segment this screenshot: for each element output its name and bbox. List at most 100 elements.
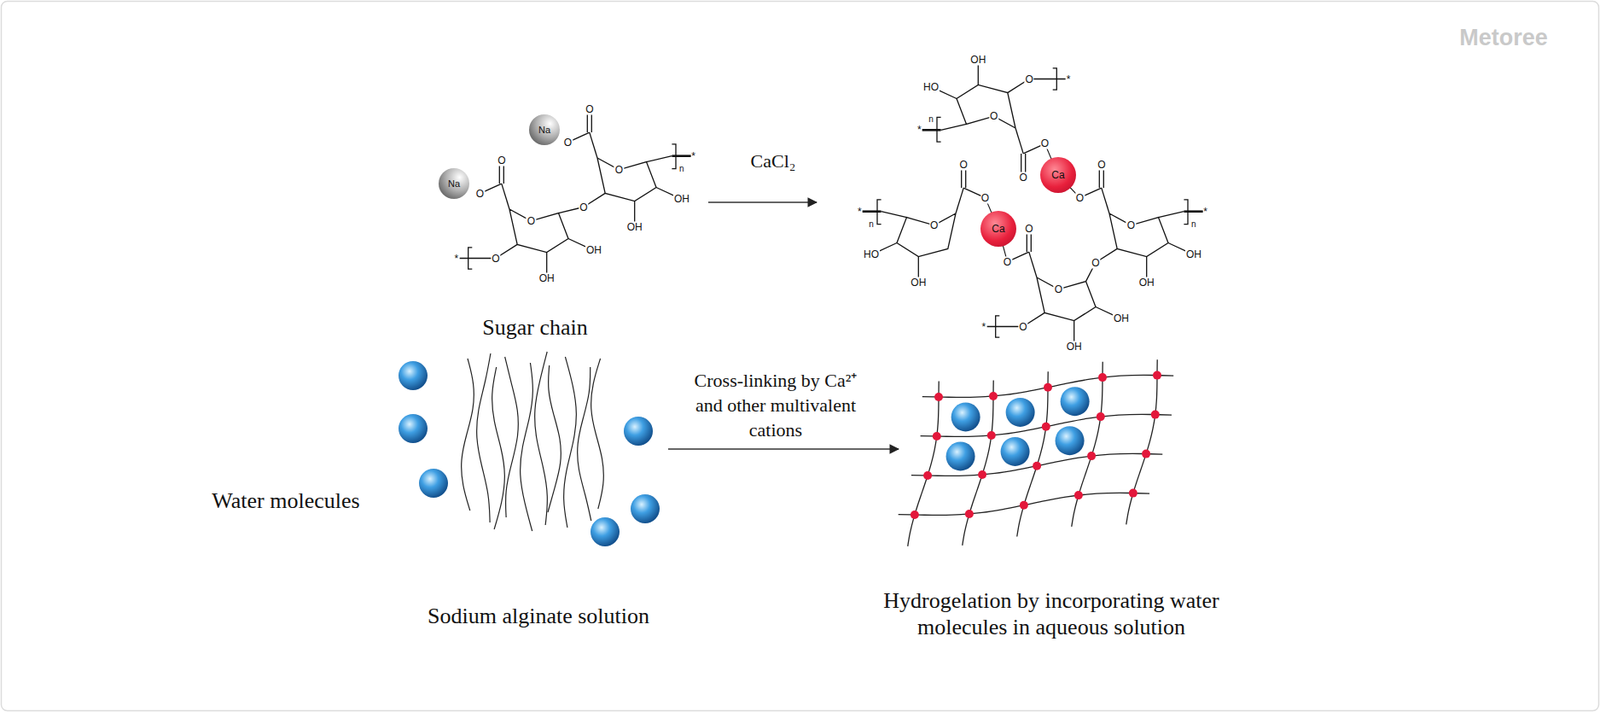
atom-label: O — [980, 192, 990, 204]
atom-label: O — [1096, 158, 1106, 170]
crosslink-point — [1019, 500, 1029, 510]
bond — [955, 187, 964, 214]
watermark: Metoree — [1459, 24, 1548, 52]
atom-label: O — [1053, 283, 1064, 295]
arrow — [708, 201, 817, 203]
caption: Sodium alginate solution — [427, 602, 650, 629]
atom-label: O — [989, 110, 999, 123]
atom-label: n — [927, 113, 935, 123]
ion-symbol: Na — [448, 178, 460, 189]
network-strand — [1126, 359, 1158, 524]
atom-label: O — [929, 219, 939, 231]
reaction-arrows — [668, 202, 899, 449]
bond — [941, 123, 967, 130]
bond — [468, 247, 473, 269]
crosslink-point — [987, 430, 996, 440]
atom-label: O — [490, 252, 501, 264]
atom-label: OH — [1112, 313, 1130, 325]
atom-label: HO — [922, 81, 940, 93]
sugar-chain — [591, 358, 605, 509]
bond — [646, 156, 673, 163]
bond — [671, 144, 676, 169]
bond — [956, 84, 1016, 128]
ion-symbol: Na — [538, 124, 551, 135]
caption: Sugar chain — [482, 314, 588, 341]
sugar-chain — [477, 353, 491, 523]
bond — [1101, 187, 1110, 214]
bond — [881, 211, 908, 218]
bond — [501, 183, 510, 210]
atom-label: O — [1090, 256, 1100, 268]
sugar-chain — [520, 362, 534, 531]
atom-label: O — [959, 158, 969, 170]
atom-label: O — [1002, 256, 1013, 268]
bond — [1029, 251, 1037, 278]
water-molecule — [590, 517, 620, 547]
bond — [597, 157, 657, 202]
bond — [995, 315, 1001, 338]
crosslink-point — [1128, 488, 1138, 498]
bond — [896, 213, 956, 257]
sugar-chain — [547, 365, 561, 512]
crosslink-point — [1074, 490, 1083, 500]
atom-label: HO — [862, 249, 880, 261]
water-molecule — [946, 441, 976, 471]
atom-label: OH — [626, 221, 644, 233]
bond — [859, 209, 881, 213]
atom-label: O — [1126, 219, 1136, 231]
sugar-chain — [492, 366, 506, 530]
atom-label: * — [1065, 73, 1072, 85]
arrow-label: Cross-linking by Ca²⁺ and other multival… — [688, 367, 864, 443]
atom-label: O — [1040, 138, 1050, 150]
crosslink-point — [1141, 449, 1151, 459]
sodium-ion: Na — [438, 168, 470, 199]
water-molecule — [1060, 386, 1090, 416]
atom-label: O — [1024, 222, 1034, 234]
atom-label: O — [1075, 192, 1085, 204]
bond — [1109, 213, 1169, 257]
atom-label: O — [526, 215, 536, 227]
atom-label: O — [578, 201, 588, 213]
network-strand — [907, 381, 939, 547]
crosslink-point — [1096, 412, 1106, 421]
water-molecule — [1055, 425, 1085, 455]
crosslink-point — [989, 391, 998, 401]
atom-label: OH — [673, 193, 691, 205]
water-molecule — [1006, 397, 1036, 427]
chemical-structure — [456, 59, 1206, 347]
calcium-ion: Ca — [980, 210, 1017, 247]
crosslink-point — [923, 471, 932, 480]
reagent-label: CaCl₂ — [750, 148, 797, 174]
water-molecule — [630, 494, 660, 524]
atom-label: O — [1018, 320, 1028, 332]
atom-label: OH — [969, 53, 987, 65]
atom-label: O — [614, 163, 624, 175]
crosslink-point — [977, 470, 987, 479]
arrow — [668, 448, 899, 449]
atom-label: * — [916, 124, 923, 136]
atom-label: O — [1024, 73, 1034, 85]
bond — [919, 128, 941, 132]
bond — [1015, 128, 1024, 154]
water-molecules — [398, 360, 1090, 547]
crosslink-point — [910, 510, 920, 519]
bond — [936, 116, 942, 142]
water-molecule — [398, 360, 428, 390]
crosslink-point — [965, 509, 974, 518]
polymer-chains — [461, 351, 605, 531]
crosslink-point — [934, 392, 943, 402]
ion-symbol: Ca — [1051, 168, 1065, 181]
bond — [983, 325, 1024, 327]
sugar-chain — [564, 356, 577, 528]
water-molecule — [951, 401, 981, 431]
crosslink-point — [1043, 383, 1053, 392]
atom-label: OH — [1138, 276, 1156, 288]
bond — [589, 132, 598, 158]
sugar-chain — [461, 358, 475, 511]
bond — [1036, 277, 1096, 321]
water-molecule — [1000, 436, 1030, 466]
bond — [877, 199, 882, 225]
atom-label: * — [690, 150, 697, 162]
atom-label: O — [563, 136, 573, 148]
